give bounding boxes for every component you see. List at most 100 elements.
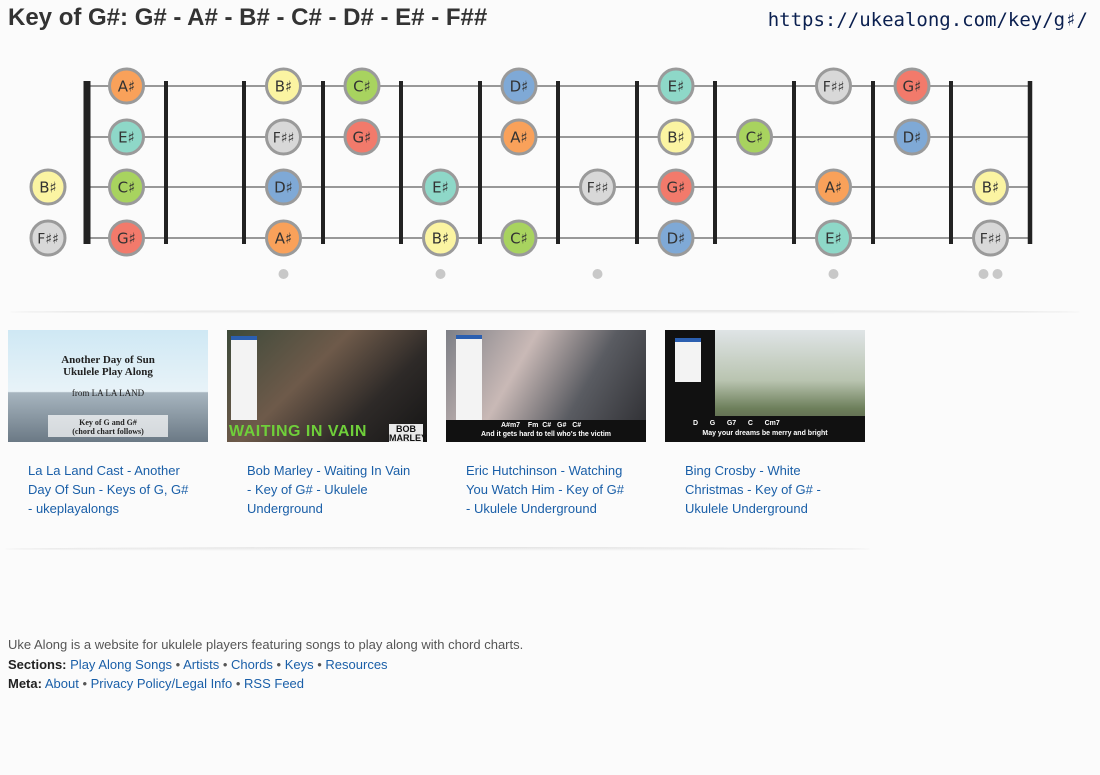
note-marker: A♯: [815, 168, 852, 206]
note-marker: D♯: [893, 118, 931, 156]
note-label: F♯♯: [823, 80, 845, 96]
note-label: A♯: [825, 179, 843, 197]
note-label: D♯: [667, 230, 686, 248]
page-title: Key of G#: G# - A# - B# - C# - D# - E# -…: [8, 4, 488, 31]
section-divider: [10, 310, 1080, 314]
thumb-note: (chord chart follows): [72, 427, 144, 436]
thumb-keys: Key of G and G#: [79, 418, 137, 427]
note-label: B♯: [275, 78, 293, 96]
link-privacy[interactable]: Privacy Policy/Legal Info: [90, 676, 233, 691]
video-card: A#m7 Fm C# G# C# And it gets hard to tel…: [446, 330, 646, 516]
note-marker: G♯: [108, 219, 145, 257]
note-label: B♯: [982, 179, 1000, 197]
note-label: D♯: [903, 129, 922, 147]
note-marker: B♯: [972, 168, 1009, 206]
thumb-lyric-bar: [446, 420, 646, 442]
video-link[interactable]: La La Land Cast - Another Day Of Sun - K…: [28, 463, 189, 516]
note-label: E♯: [825, 230, 842, 248]
meta-label: Meta:: [8, 676, 42, 691]
fret-marker-dot: [978, 269, 989, 279]
link-artists[interactable]: Artists: [183, 656, 220, 672]
note-label: A♯: [118, 78, 136, 96]
note-marker: D♯: [657, 219, 695, 257]
note-label: B♯: [432, 230, 450, 248]
thumb-lyric: May your dreams be merry and bright: [702, 430, 828, 437]
note-label: E♯: [118, 129, 135, 147]
video-thumbnail[interactable]: A#m7 Fm C# G# C# And it gets hard to tel…: [446, 330, 646, 442]
video-card: WAITING IN VAIN BOB MARLEY Bob Marley - …: [227, 330, 427, 516]
link-resources[interactable]: Resources: [325, 656, 388, 672]
thumb-chords: A#m7 Fm C# G# C#: [501, 422, 582, 429]
note-label: A♯: [510, 129, 528, 147]
video-thumbnail[interactable]: WAITING IN VAIN BOB MARLEY: [227, 330, 427, 442]
note-marker: E♯: [108, 118, 145, 156]
note-label: C♯: [353, 78, 371, 96]
footer-meta: Meta: About • Privacy Policy/Legal Info …: [8, 676, 305, 691]
note-marker: A♯: [265, 219, 302, 257]
note-marker: A♯: [108, 67, 145, 105]
note-label: B♯: [39, 179, 57, 197]
note-marker: B♯: [657, 118, 695, 156]
link-play-along-songs[interactable]: Play Along Songs: [70, 656, 173, 672]
note-marker: F♯♯: [972, 219, 1009, 257]
note-label: C♯: [118, 179, 136, 197]
note-label: F♯♯: [980, 232, 1002, 248]
video-card: D G G7 C Cm7 May your dreams be merry an…: [665, 330, 865, 516]
link-rss[interactable]: RSS Feed: [244, 676, 305, 691]
note-marker: C♯: [108, 168, 145, 206]
video-link[interactable]: Bob Marley - Waiting In Vain - Key of G#…: [247, 463, 411, 516]
thumb-lyric-bar: [665, 416, 865, 442]
note-marker: B♯: [265, 67, 302, 105]
note-label: E♯: [668, 78, 685, 96]
note-label: G♯: [353, 129, 372, 147]
section-divider: [5, 547, 870, 551]
thumb-from: from LA LA LAND: [71, 388, 145, 398]
video-link[interactable]: Bing Crosby - White Christmas - Key of G…: [685, 463, 821, 516]
note-marker: B♯: [29, 168, 67, 206]
note-label: F♯♯: [587, 181, 609, 197]
note-label: B♯: [667, 129, 685, 147]
chord-chart-graphic: [231, 336, 257, 420]
note-marker: D♯: [265, 168, 302, 206]
footer-sections: Sections: Play Along Songs • Artists • C…: [8, 656, 388, 672]
note-label: D♯: [274, 179, 293, 197]
thumb-banner: WAITING IN VAIN: [229, 423, 367, 440]
fretboard-diagram: A♯ B♯ C♯ D♯ E♯ F♯♯ G♯ E♯ F♯♯ G♯ A♯ B♯ C♯ D♯ B♯ C♯ D♯ E♯ F♯…: [29, 67, 1033, 279]
note-marker: F♯♯: [265, 118, 302, 156]
note-marker: D♯: [500, 67, 538, 105]
thumb-lyric: And it gets hard to tell who's the victi…: [480, 431, 611, 438]
note-marker: C♯: [343, 67, 381, 105]
sections-label: Sections:: [8, 656, 67, 672]
fret-marker-dot: [278, 269, 289, 279]
video-thumbnail[interactable]: D G G7 C Cm7 May your dreams be merry an…: [665, 330, 865, 442]
note-marker: E♯: [657, 67, 695, 105]
note-marker: E♯: [815, 219, 852, 257]
video-thumbnail[interactable]: Another Day of Sun Ukulele Play Along fr…: [8, 330, 208, 442]
link-chords[interactable]: Chords: [231, 656, 273, 672]
link-about[interactable]: About: [44, 676, 79, 691]
note-marker: A♯: [500, 118, 538, 156]
page-url: https://ukealong.com/key/g♯/: [767, 9, 1088, 31]
link-keys[interactable]: Keys: [284, 656, 314, 672]
note-label: F♯♯: [273, 131, 295, 147]
note-label: C♯: [746, 129, 764, 147]
fret-marker-dot: [592, 269, 603, 279]
note-label: F♯♯: [37, 232, 59, 248]
note-label: C♯: [510, 230, 528, 248]
note-label: E♯: [432, 179, 449, 197]
thumb-chords: D G G7 C Cm7: [693, 420, 780, 427]
note-marker: C♯: [500, 219, 538, 257]
footer-intro: Uke Along is a website for ukulele playe…: [8, 637, 524, 652]
note-label: G♯: [117, 230, 136, 248]
note-marker: F♯♯: [29, 219, 67, 257]
chord-chart-graphic: [456, 335, 482, 421]
note-marker: F♯♯: [579, 168, 616, 206]
note-marker: G♯: [657, 168, 695, 206]
fret-marker-dot: [435, 269, 446, 279]
note-marker: C♯: [736, 118, 773, 156]
video-link[interactable]: Eric Hutchinson - Watching You Watch Him…: [466, 463, 624, 516]
note-marker: F♯♯: [815, 67, 852, 105]
note-label: G♯: [903, 78, 922, 96]
fret-marker-dot: [992, 269, 1003, 279]
note-label: G♯: [667, 179, 686, 197]
